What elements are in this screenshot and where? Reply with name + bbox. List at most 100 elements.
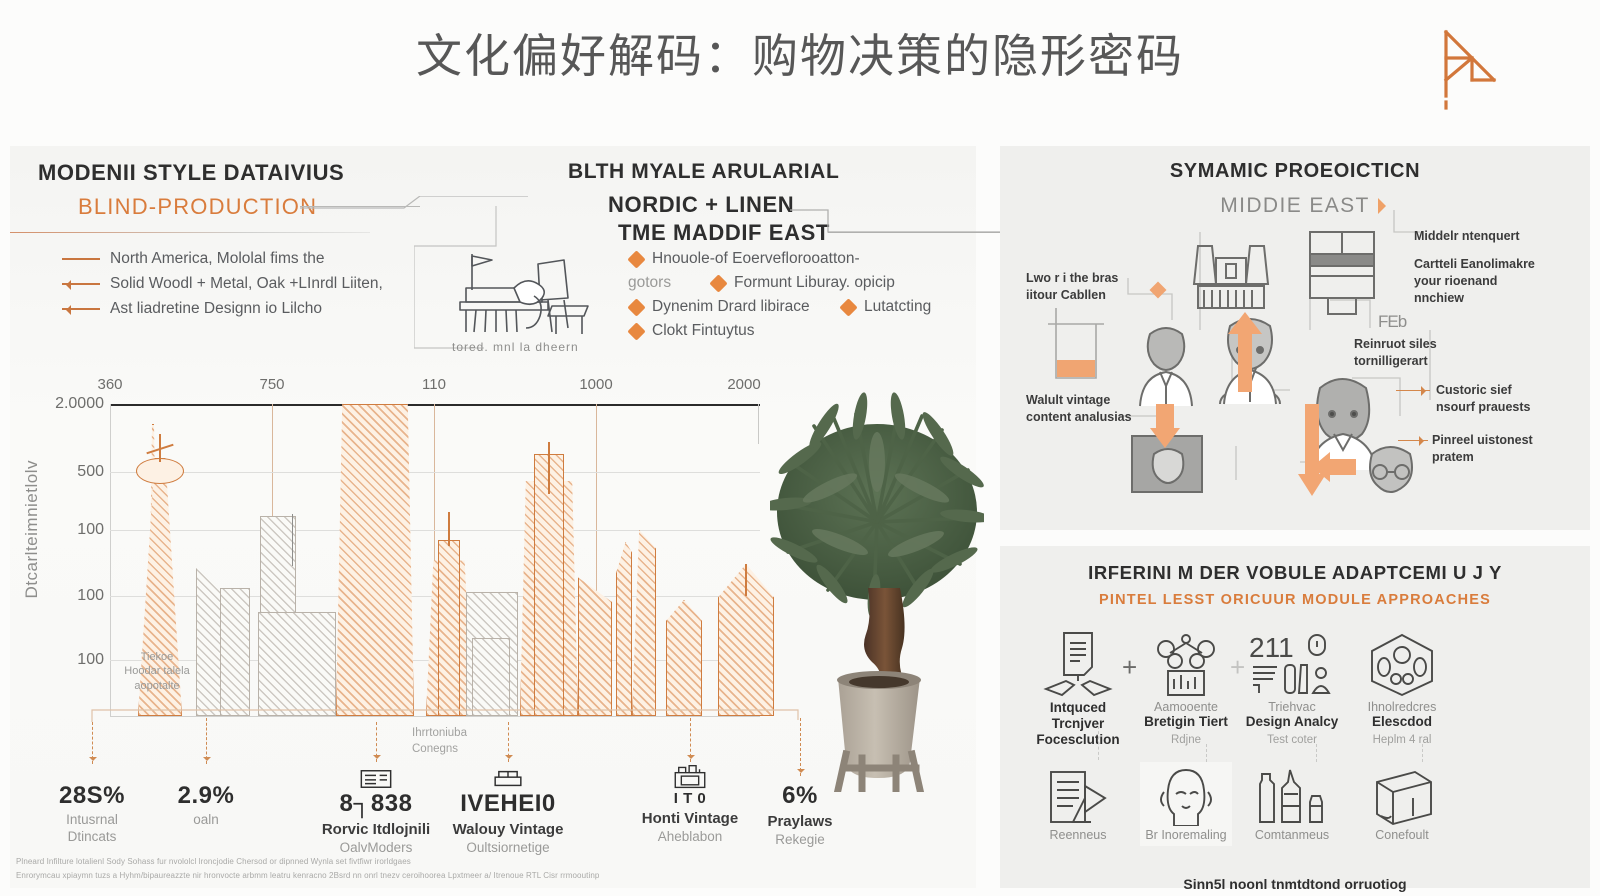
module-card[interactable]: Aamooente Bretigin Tiert Rdjne	[1130, 628, 1242, 746]
callout-value: 28S%	[58, 782, 126, 809]
x-tick-label: 110	[422, 376, 446, 393]
callout: 28S% Intusrnal Dtincats	[22, 782, 162, 844]
people-factory-icon	[1130, 628, 1242, 700]
arrow-down-icon	[1298, 404, 1326, 496]
bar	[258, 612, 336, 716]
arrow-left-icon	[62, 304, 100, 315]
module-card[interactable]: Br Inoremaling	[1130, 766, 1242, 842]
orange-flag-logo	[1416, 18, 1508, 110]
bar	[632, 530, 656, 716]
bullet-item: Lutatcting	[839, 297, 931, 317]
spire-icon	[448, 512, 450, 546]
module-title-line2: Focesclution	[1036, 732, 1120, 748]
cube-icon	[1346, 628, 1458, 700]
center-panel-heading: BLTH MYALE ARULARIAL	[568, 160, 840, 183]
callout-value: 6%	[782, 782, 818, 809]
sofa-icon	[438, 768, 578, 790]
building-icon	[306, 768, 446, 790]
module-card[interactable]: Reenneus	[1022, 766, 1134, 842]
shop-icon	[620, 764, 760, 790]
page-header: 文化偏好解码：购物决策的隐形密码	[0, 0, 1600, 128]
module-title-line2: Design Analcy	[1245, 714, 1339, 729]
face-icon	[1130, 766, 1242, 828]
bar	[472, 638, 510, 716]
note-line: Tiekoe	[140, 651, 174, 663]
dash-icon	[62, 257, 100, 260]
module-label: Comtanmeus	[1254, 828, 1330, 842]
callout-sub2: Rekegie	[775, 832, 825, 847]
module-adaptability-panel	[1000, 546, 1590, 888]
arrow-left-icon	[1312, 452, 1356, 482]
baseline	[110, 716, 760, 717]
footnote-line-1: Plneard Infilture lotalienl Sody Sohass …	[16, 857, 411, 866]
bullet-label: Clokt Fintuytus	[652, 322, 755, 339]
callout-sub2: Dtincats	[67, 829, 117, 844]
module-label: Br Inoremaling	[1145, 828, 1227, 842]
note-label-small: FEb	[1378, 312, 1407, 331]
y-tick-label: 100	[77, 651, 104, 668]
bottom-right-footer: Sinn5l noonl tnmtdtond orruotiog	[1183, 876, 1407, 892]
module-card[interactable]: Ihnolredcres Elescdod Heplm 4 ral	[1346, 628, 1458, 746]
module-title-line1: Aamooente	[1154, 700, 1218, 714]
callout: IVEHEI0 Walouy Vintage Oultsiornetige	[438, 768, 578, 855]
bar	[616, 542, 632, 716]
chart-inline-note: Tiekoe Hoodar talela aopotalte	[122, 650, 192, 693]
list-item: Solid Woodl + Metal, Oak +LInrdl Liiten,	[62, 271, 392, 296]
note-line: Hoodar talela	[124, 665, 190, 678]
y-tick-label: 100	[77, 521, 104, 538]
callout-sub1: Intusrnal	[66, 812, 118, 827]
person-avatar	[1126, 316, 1206, 408]
callout-sub2: Oultsiornetige	[466, 840, 550, 855]
spire-icon	[745, 564, 747, 596]
connector-bracket	[414, 206, 497, 349]
dynamic-production-panel	[1000, 146, 1590, 530]
bullet-label: Hnouole-of Eoerveflorooatton-	[652, 250, 860, 267]
callout: 6% Praylaws Rekegie	[730, 782, 870, 847]
callout-sub1: Praylaws	[767, 813, 833, 830]
svg-text:211: 211	[1249, 632, 1294, 663]
vertical-connector	[1422, 744, 1423, 762]
vertical-connector	[1316, 744, 1317, 762]
callout-sub2: oaln	[193, 812, 219, 827]
shelf-icon	[1346, 766, 1458, 828]
callout-value: 8┐838	[339, 790, 413, 817]
bullet-label: Dynenim Drard libirace	[652, 298, 810, 315]
vertical-connector	[1098, 726, 1099, 760]
note-label: Pinreel uistonest pratem	[1432, 433, 1533, 464]
list-item-label: Solid Woodl + Metal, Oak +LInrdl Liiten,	[110, 274, 383, 292]
building-block-icon	[1306, 228, 1378, 318]
bullet-item: Formunt Liburay. opicip	[709, 273, 895, 293]
module-card[interactable]: 211 Triehvac Design Analcy Test coter	[1236, 628, 1348, 746]
note-line: Conegns	[412, 742, 459, 755]
module-title-line2: Bretigin Tiert	[1144, 714, 1228, 729]
list-item-label: Ast liadretine Designn io Lilcho	[110, 299, 322, 317]
note-label: Reinruot siles tornilligerart	[1354, 337, 1437, 368]
callout-value: 2.9%	[177, 782, 235, 809]
bar	[578, 577, 612, 716]
drop-connector	[373, 722, 381, 762]
bottom-right-subheading: PINTEL LESST ORICUUR MODULE APPROACHES	[1098, 592, 1491, 608]
connector-line	[300, 206, 420, 207]
x-axis-line	[110, 404, 760, 406]
plus-separator-icon: +	[1122, 652, 1138, 682]
plus-separator-icon: +	[1230, 652, 1246, 682]
bullet-label: Formunt Liburay. opicip	[734, 274, 895, 291]
top-right-subheading: MIDDIE EAST	[1220, 194, 1370, 217]
module-card[interactable]: Comtanmeus	[1236, 766, 1348, 842]
note-label: Cartteli Eanolimakre your rioenand nnchi…	[1414, 257, 1535, 305]
bullet-label: gotors	[628, 274, 672, 291]
y-axis-label: Dtcarlteimnietlolv	[22, 460, 41, 599]
bottom-right-heading: IRFERINI M DER VOBULE ADAPTCEMI U J Y	[1088, 562, 1502, 583]
left-panel-divider	[10, 232, 370, 233]
left-panel-heading: MODENII STYLE DATAIVIUS	[38, 160, 345, 185]
chart-mid-note: Ihrrtoniuba Conegns	[412, 726, 482, 757]
module-card[interactable]: Conefoult	[1346, 766, 1458, 842]
drop-connector	[203, 718, 211, 764]
module-card[interactable]: Intquced Trcnjver Focesclution	[1022, 628, 1134, 753]
module-title-line1: Triehvac	[1268, 700, 1316, 714]
module-sub: Test coter	[1267, 734, 1317, 747]
callout-value: IVEHEI0	[460, 790, 556, 817]
antenna-icon	[548, 442, 550, 494]
y-tick-label: 500	[77, 463, 104, 480]
y-tick-label: 100	[77, 587, 104, 604]
